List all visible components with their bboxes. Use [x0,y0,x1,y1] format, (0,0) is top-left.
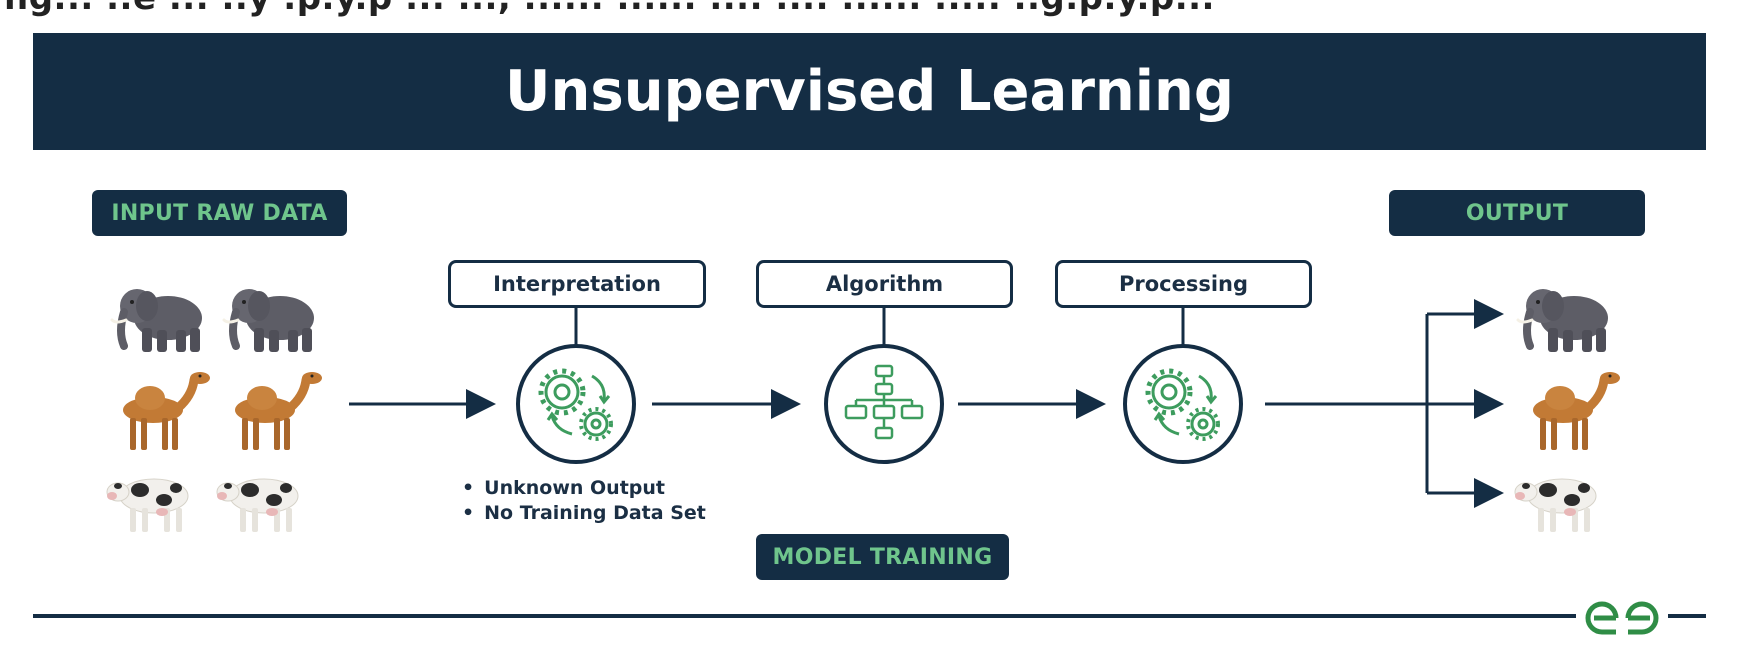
cropped-caption-text: ng... ..e ... ..y .p.y.p ... ..., ......… [4,0,1215,18]
input-cow-2 [216,478,299,533]
input-elephant-1 [112,289,202,352]
footer-rule [33,614,1706,618]
stage-interpretation: Interpretation [448,260,706,308]
output-branch-arrows [1265,299,1504,508]
input-camel-2 [235,372,322,450]
input-animals [106,289,322,533]
stage-processing: Processing [1055,260,1312,308]
notes-list: Unknown Output No Training Data Set [462,476,706,526]
logo-icon [1585,601,1659,635]
input-cow-1 [106,478,189,533]
brand-logo [1576,586,1668,646]
input-elephant-2 [224,289,314,352]
input-camel-1 [123,372,210,450]
cropped-top-caption: ng... ..e ... ..y .p.y.p ... ..., ......… [0,0,1746,30]
note-no-training-data: No Training Data Set [462,501,706,526]
page-title: Unsupervised Learning [505,59,1234,124]
title-banner: Unsupervised Learning [33,33,1706,150]
output-cow [1514,478,1597,533]
note-unknown-output: Unknown Output [462,476,706,501]
interpretation-gears-icon [516,344,636,464]
input-raw-data-label: INPUT RAW DATA [92,190,347,236]
algorithm-hierarchy-icon [824,344,944,464]
stage-algorithm: Algorithm [756,260,1013,308]
output-elephant [1518,289,1608,352]
processing-gears-icon [1123,344,1243,464]
output-animals [1514,289,1620,533]
model-training-label: MODEL TRAINING [756,534,1009,580]
output-label: OUTPUT [1389,190,1645,236]
output-camel [1533,372,1620,450]
